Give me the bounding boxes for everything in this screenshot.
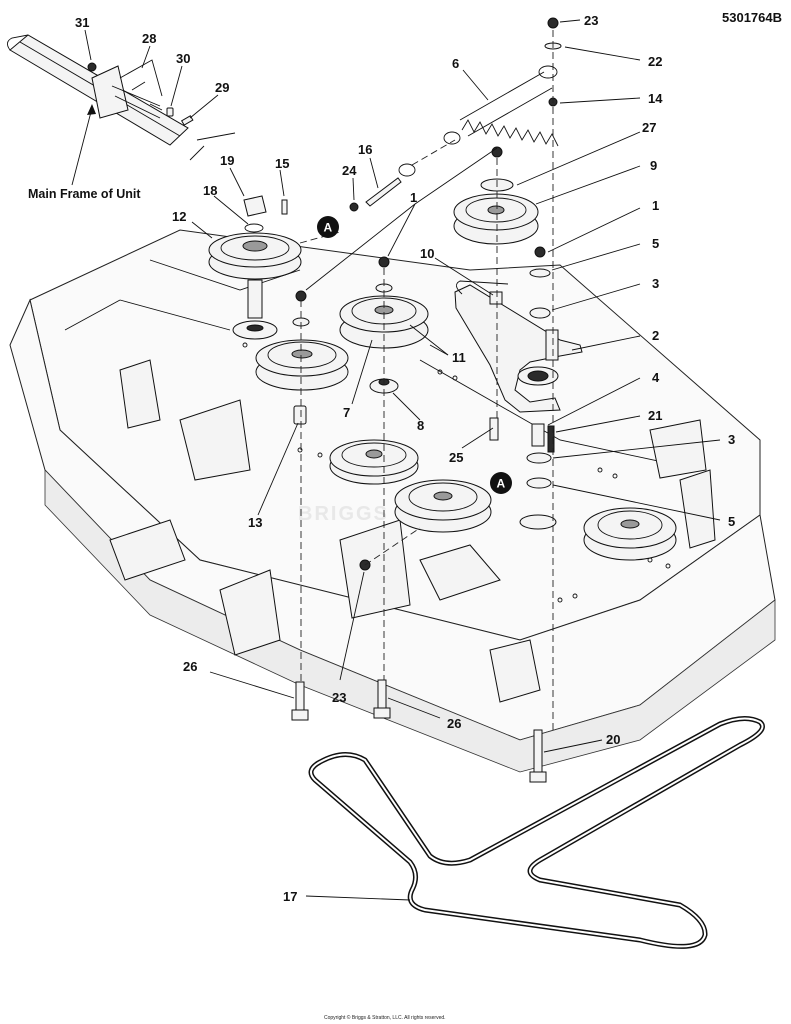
bolt-20-head [529,771,547,783]
callout-2: 2 [652,328,659,343]
callout-20: 20 [606,732,620,747]
key-15 [281,199,288,215]
callout-12: 12 [172,209,186,224]
callout-labels: 31 28 30 29 19 15 18 12 24 16 6 1 23 22 … [75,13,735,904]
pulley-12 [208,232,302,340]
reference-marker-a-upper: A [317,216,339,238]
bolt-29 [180,115,194,126]
watermark: BRIGGS [298,503,389,525]
pulley-9 [453,193,539,245]
spring-6 [443,65,559,147]
callout-26-right: 26 [447,716,461,731]
callout-1-center: 1 [410,190,417,205]
pin-30 [166,107,174,117]
callout-1-right: 1 [652,198,659,213]
pin-21 [547,425,555,453]
spacer-13 [293,405,307,425]
callout-23-lower: 23 [332,690,346,705]
callout-21: 21 [648,408,662,423]
nut-23-top [547,17,559,29]
callout-29: 29 [215,80,229,95]
leader-lines [84,19,721,901]
callout-10: 10 [420,246,434,261]
callout-26-left: 26 [183,659,197,674]
callout-4: 4 [652,370,660,385]
callout-30: 30 [176,51,190,66]
callout-5-lower: 5 [728,514,735,529]
nut-1-right [534,246,546,258]
callout-11: 11 [452,350,466,365]
callout-6: 6 [452,56,459,71]
washer-5-lower [526,477,552,489]
bolt-25 [489,417,499,441]
callout-9: 9 [650,158,657,173]
bearing-3-upper [529,307,551,319]
mower-deck [9,229,776,773]
bearing-3-lower [526,452,552,464]
callout-22: 22 [648,54,662,69]
callout-5-upper: 5 [652,236,659,251]
bushing-4 [531,423,545,447]
callout-15: 15 [275,156,289,171]
callout-19: 19 [220,153,234,168]
frame-arrowhead [87,104,96,115]
callout-3-lower: 3 [728,432,735,447]
callout-8: 8 [417,418,424,433]
frame-pointer [71,107,93,186]
pulley-lower-right [583,507,677,561]
frame-label: Main Frame of Unit [28,187,141,201]
nut-24 [349,202,359,212]
callout-24: 24 [342,163,357,178]
callout-7: 7 [343,405,350,420]
callout-31: 31 [75,15,89,30]
nut-19 [243,195,267,217]
pulley-lower-center [394,479,492,533]
eyebolt-16 [365,163,416,207]
callout-23-top: 23 [584,13,598,28]
callout-3-upper: 3 [652,276,659,291]
pulley-lower-left [329,439,419,485]
reference-marker-a-lower: A [490,472,512,494]
washer-18 [244,223,264,233]
pulley-7 [255,339,349,391]
document-number: 5301764B [722,10,782,25]
bolt-26-right-head [373,707,391,719]
callout-17: 17 [283,889,297,904]
idler-arm-2 [454,280,583,413]
callout-13: 13 [248,515,262,530]
svg-text:A: A [324,221,333,235]
callout-18: 18 [203,183,217,198]
bolt-26-left-head [291,709,309,721]
svg-text:A: A [497,477,506,491]
callout-27: 27 [642,120,656,135]
callout-14: 14 [648,91,663,106]
callout-28: 28 [142,31,156,46]
nut-1-left [295,290,307,302]
callout-16: 16 [358,142,372,157]
copyright: Copyright © Briggs & Stratton, LLC. All … [324,1014,446,1021]
callout-25: 25 [449,450,463,465]
belt-17 [308,716,765,949]
main-frame-tube [7,34,236,161]
nut-1-center [378,256,390,268]
washer-5-upper [529,268,551,278]
nut-31 [87,62,97,72]
